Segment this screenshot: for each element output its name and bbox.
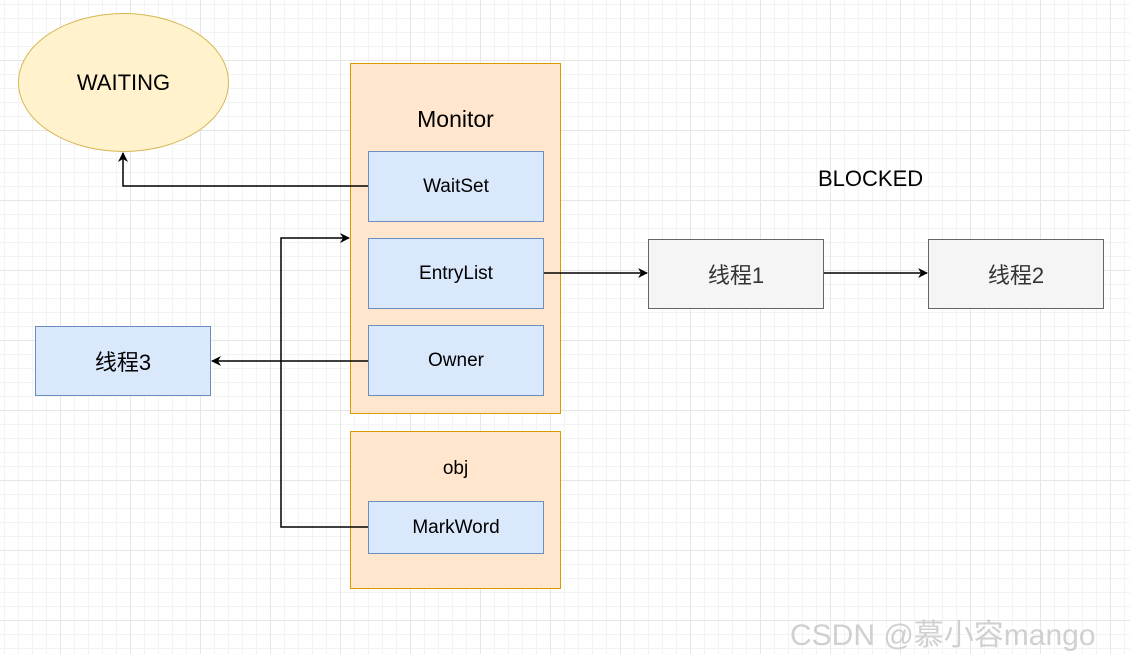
markword-field: MarkWord: [368, 501, 544, 554]
owner-label: Owner: [428, 349, 484, 371]
entrylist-field: EntryList: [368, 238, 544, 309]
blocked-state-label: BLOCKED: [818, 166, 924, 191]
monitor-title: Monitor: [417, 106, 494, 132]
markword-label: MarkWord: [412, 516, 500, 538]
thread3-label: 线程3: [94, 350, 152, 375]
obj-title: obj: [442, 458, 469, 479]
thread3-box: 线程3: [35, 326, 211, 396]
watermark-text: CSDN @慕小容mango: [790, 619, 1096, 652]
thread1-box: 线程1: [648, 239, 824, 309]
thread2-label: 线程2: [987, 263, 1045, 288]
waitset-label: WaitSet: [423, 175, 489, 197]
owner-field: Owner: [368, 325, 544, 396]
waitset-field: WaitSet: [368, 151, 544, 222]
thread2-box: 线程2: [928, 239, 1104, 309]
waiting-state-label: WAITING: [76, 69, 171, 95]
entrylist-label: EntryList: [419, 262, 493, 284]
edge-markword-to-monitor: [280, 233, 368, 528]
thread1-label: 线程1: [707, 263, 765, 288]
edge-waitset-to-waiting: [118, 152, 368, 187]
waiting-state-ellipse: WAITING: [18, 13, 229, 152]
